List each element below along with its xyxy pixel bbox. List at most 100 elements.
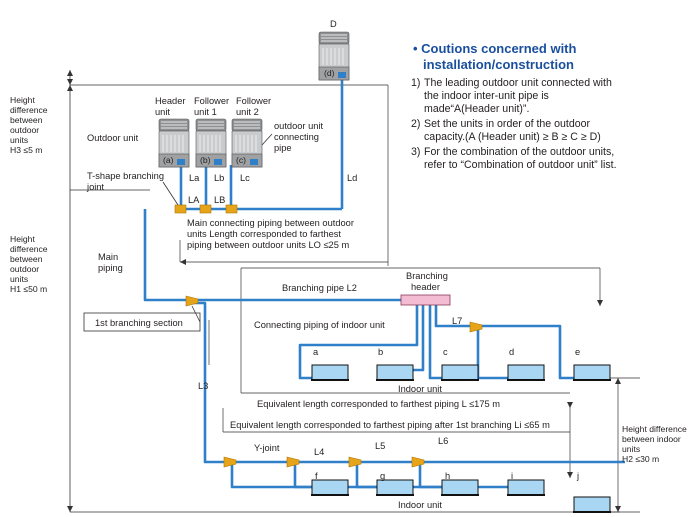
y-joint-label: Y-joint bbox=[254, 443, 280, 453]
y-joint-l7 bbox=[469, 321, 483, 333]
pipe-la-main-label: LA bbox=[188, 195, 200, 205]
frame-lines bbox=[69, 70, 640, 513]
header-unit-label-line1: Header bbox=[155, 96, 186, 106]
h2-label-line1: Height difference bbox=[622, 424, 687, 434]
indoor-unit-c bbox=[440, 364, 480, 381]
indoor-unit-upper-label: Indoor unit bbox=[398, 384, 442, 394]
first-branching-label: 1st branching section bbox=[95, 318, 183, 328]
pipe-ld-label: Ld bbox=[347, 173, 357, 183]
h1-label-line3: between bbox=[10, 254, 43, 264]
pipe-l5-label: L5 bbox=[375, 441, 385, 451]
branching-header-label-line1: Branching bbox=[406, 271, 448, 281]
h1-label-line6: H1 ≤50 m bbox=[10, 284, 47, 294]
indoor-i-letter: i bbox=[511, 471, 513, 481]
caution-num-3: 3) bbox=[411, 146, 420, 158]
indoor-a-letter: a bbox=[313, 347, 319, 357]
h1-label-line1: Height bbox=[10, 234, 35, 244]
joint-lb bbox=[199, 204, 212, 214]
unit-a-tag: (a) bbox=[163, 155, 174, 165]
h3-label-line2: difference bbox=[10, 105, 48, 115]
caution-item3-line1: For the combination of the outdoor units… bbox=[424, 146, 614, 158]
indoor-g-letter: g bbox=[380, 471, 385, 481]
indoor-unit-f bbox=[310, 479, 350, 496]
caution-item2-line2: capacity.(A (Header unit) ≥ B ≥ C ≥ D) bbox=[424, 131, 601, 143]
y-joint-g bbox=[286, 456, 300, 468]
main-piping-label-line1: Main bbox=[98, 252, 118, 262]
pipe-la-label: La bbox=[189, 173, 200, 183]
caution-item1-line1: The leading outdoor unit connected with bbox=[424, 77, 612, 89]
indoor-unit-a bbox=[310, 364, 350, 381]
caution-item3-line2: refer to “Combination of outdoor unit” l… bbox=[424, 159, 617, 171]
first-branching-leader bbox=[191, 305, 201, 323]
caution-item1-line3: made“A(Header unit)”. bbox=[424, 103, 529, 115]
indoor-c-letter: c bbox=[443, 347, 448, 357]
indoor-unit-h bbox=[440, 479, 480, 496]
follower2-label-line1: Follower bbox=[236, 96, 271, 106]
connecting-pipe-leader bbox=[261, 133, 273, 146]
indoor-unit-i bbox=[506, 479, 546, 496]
connecting-indoor-label: Connecting piping of indoor unit bbox=[254, 320, 385, 330]
main-piping-label-line2: piping bbox=[98, 263, 123, 273]
h2-label-line2: between indoor bbox=[622, 434, 681, 444]
pipe-lb-main-label: LB bbox=[214, 195, 225, 205]
unit-c-tag: (c) bbox=[236, 155, 246, 165]
unit-d-label: D bbox=[330, 19, 337, 29]
caution-title-line2: installation/construction bbox=[423, 57, 574, 72]
t-shape-joints bbox=[174, 204, 238, 214]
y-joint-i bbox=[411, 456, 425, 468]
y-joint-h bbox=[348, 456, 362, 468]
pipe-l3-label: L3 bbox=[198, 381, 208, 391]
joint-la bbox=[174, 204, 187, 214]
indoor-unit-e bbox=[572, 364, 612, 381]
h2-label-line3: units bbox=[622, 444, 640, 454]
caution-title-line1: • Coutions concerned with bbox=[413, 41, 577, 56]
caution-item2-line1: Set the units in order of the outdoor bbox=[424, 118, 591, 130]
port-a bbox=[177, 159, 185, 165]
branching-pipe-label: Branching pipe L2 bbox=[282, 283, 357, 293]
follower1-label-line1: Follower bbox=[194, 96, 229, 106]
h1-label-line2: difference bbox=[10, 244, 48, 254]
caution-num-2: 2) bbox=[411, 118, 420, 130]
h3-label-line1: Height bbox=[10, 95, 35, 105]
connecting-pipe-label-line2: connecting bbox=[274, 132, 319, 142]
port-d bbox=[338, 72, 346, 78]
pipe-l7-label: L7 bbox=[452, 316, 462, 326]
dimension-arrows bbox=[67, 70, 621, 512]
branching-header bbox=[400, 294, 451, 306]
indoor-unit-j bbox=[572, 496, 612, 513]
indoor-j-letter: j bbox=[576, 471, 579, 481]
indoor-e-letter: e bbox=[575, 347, 580, 357]
indoor-d-letter: d bbox=[509, 347, 514, 357]
tshape-label-line2: joint bbox=[86, 182, 104, 192]
h1-label-line5: units bbox=[10, 274, 28, 284]
main-connecting-label-line2: units Length corresponded to farthest bbox=[187, 229, 341, 239]
y-joint-first-branch bbox=[185, 295, 199, 307]
follower2-label-line2: unit 2 bbox=[236, 107, 259, 117]
caution-num-1: 1) bbox=[411, 77, 420, 89]
joint-lc bbox=[225, 204, 238, 214]
tshape-label-line1: T-shape branching bbox=[87, 171, 164, 181]
port-b bbox=[214, 159, 222, 165]
caution-item1-line2: the indoor inter-unit pipe is bbox=[424, 90, 549, 102]
indoor-h-letter: h bbox=[445, 471, 450, 481]
pipe-lc-label: Lc bbox=[240, 173, 250, 183]
unit-b-tag: (b) bbox=[200, 155, 211, 165]
branching-header-label-line2: header bbox=[411, 282, 440, 292]
indoor-unit-b bbox=[375, 364, 415, 381]
tshape-leader bbox=[162, 181, 179, 206]
follower1-label-line2: unit 1 bbox=[194, 107, 217, 117]
header-unit-label-line2: unit bbox=[155, 107, 170, 117]
h2-label-line4: H2 ≤30 m bbox=[622, 454, 659, 464]
y-joint-f bbox=[223, 456, 237, 468]
indoor-b-letter: b bbox=[378, 347, 383, 357]
h3-label-line5: units bbox=[10, 135, 28, 145]
port-c bbox=[250, 159, 258, 165]
outdoor-unit-label: Outdoor unit bbox=[87, 133, 139, 143]
main-connecting-label-line1: Main connecting piping between outdoor bbox=[187, 218, 354, 228]
indoor-unit-d bbox=[506, 364, 546, 381]
indoor-f-letter: f bbox=[315, 471, 318, 481]
indoor-unit-lower-label: Indoor unit bbox=[398, 500, 442, 510]
connecting-pipe-label-line3: pipe bbox=[274, 143, 292, 153]
connecting-pipe-label-line1: outdoor unit bbox=[274, 121, 324, 131]
